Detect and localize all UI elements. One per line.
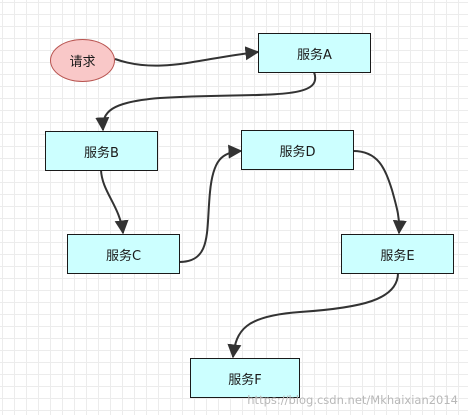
service-a-label: 服务A bbox=[297, 47, 332, 63]
service-c-node[interactable]: 服务C bbox=[67, 234, 180, 274]
service-f-node[interactable]: 服务F bbox=[190, 358, 300, 398]
service-a-node[interactable]: 服务A bbox=[258, 33, 371, 73]
edge-c-to-d bbox=[178, 144, 243, 263]
service-b-node[interactable]: 服务B bbox=[45, 131, 158, 171]
edge-e-to-f bbox=[227, 272, 399, 359]
edge-a-to-b bbox=[95, 71, 317, 132]
service-c-label: 服务C bbox=[105, 248, 142, 264]
watermark-text: https://blog.csdn.net/Mkhaixian2014 bbox=[247, 393, 458, 407]
service-f-label: 服务F bbox=[228, 372, 262, 388]
service-d-label: 服务D bbox=[279, 144, 316, 160]
request-label: 请求 bbox=[69, 55, 96, 70]
service-e-label: 服务E bbox=[380, 248, 415, 264]
service-d-node[interactable]: 服务D bbox=[241, 130, 354, 170]
edge-request-to-a bbox=[114, 46, 260, 67]
service-b-label: 服务B bbox=[84, 145, 119, 161]
request-node[interactable]: 请求 bbox=[50, 39, 115, 82]
edge-d-to-e bbox=[352, 150, 407, 235]
edge-b-to-c bbox=[100, 169, 129, 235]
service-e-node[interactable]: 服务E bbox=[341, 234, 454, 274]
